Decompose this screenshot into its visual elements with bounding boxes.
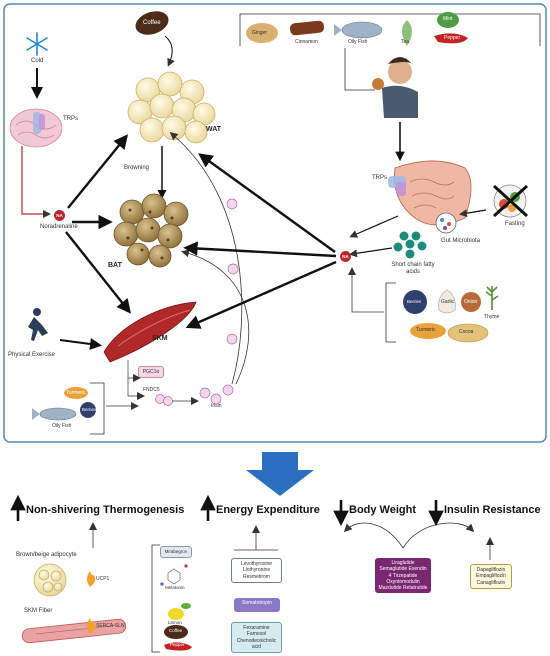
physical-exercise-label: Physical Exercise bbox=[8, 352, 56, 358]
turmeric-right-icon bbox=[410, 323, 446, 339]
irisin-label: Irisin bbox=[211, 403, 222, 409]
ir-title: Insulin Resistance bbox=[444, 504, 541, 516]
bw-title: Body Weight bbox=[349, 504, 417, 516]
flame-ucp1-icon bbox=[87, 571, 96, 587]
na-left-dot: NA bbox=[54, 210, 65, 221]
pgc1a-box: PGC1α bbox=[138, 366, 164, 379]
food-cinnamon-label: Cinnamon bbox=[295, 39, 318, 45]
skm-fiber-label: SKM Fiber bbox=[24, 608, 53, 614]
garlic-icon bbox=[438, 289, 456, 314]
food-oily-fish-label: Oily Fish bbox=[348, 39, 368, 45]
oily-fish-left-label: Oily Fish bbox=[52, 423, 72, 429]
na-right-dot: NA bbox=[340, 251, 351, 262]
wat-adipocytes-icon bbox=[127, 71, 216, 144]
drug-coffee: Coffee bbox=[169, 628, 183, 633]
coffee-bean-icon bbox=[135, 11, 169, 35]
snowflake-icon bbox=[26, 32, 48, 56]
onion-icon bbox=[461, 292, 481, 312]
gut-microbiota-icon bbox=[435, 212, 457, 234]
lemon-icon bbox=[168, 603, 191, 620]
ee-title: Energy Expenditure bbox=[216, 504, 320, 516]
fxr-drugs-box: Fexaramine Farnesol Chenodeoxicholic aci… bbox=[231, 622, 282, 653]
food-berries-label: Berries bbox=[407, 299, 422, 304]
berries-left-label: Berries bbox=[82, 407, 97, 412]
food-pepper-label: Pepper bbox=[444, 35, 461, 41]
big-down-arrow-icon bbox=[246, 452, 314, 496]
ucp1-label: UCP1 bbox=[96, 576, 110, 582]
wat-label: WAT bbox=[206, 126, 222, 133]
serca-label: SERCA-SLN bbox=[96, 623, 125, 629]
intestine-icon bbox=[388, 160, 472, 226]
turmeric-left-label: Turmeric bbox=[66, 390, 86, 396]
fasting-label: Fasting bbox=[505, 221, 525, 227]
drug-pepper: Pepper bbox=[170, 642, 185, 647]
skeletal-muscle-icon bbox=[103, 301, 197, 363]
berries-right-icon bbox=[403, 290, 427, 314]
skm-label: SKM bbox=[152, 335, 168, 342]
thyme-icon bbox=[485, 286, 499, 311]
food-cocoa-label: Cocoa bbox=[459, 329, 474, 335]
coffee-bottom-icon bbox=[164, 625, 188, 639]
flame-serca-icon bbox=[87, 618, 96, 634]
melatonin-molecule-icon bbox=[160, 564, 188, 586]
skm-fiber-icon bbox=[21, 618, 127, 644]
gut-microbiota-label: Gut Microbiota bbox=[441, 238, 481, 244]
glp1-drugs-box: Liraglutide Semaglutide Exendin 4 Tirzep… bbox=[375, 558, 431, 594]
drug-mirabegron: Mirabegron bbox=[160, 546, 192, 558]
food-onion-label: Onion bbox=[464, 299, 478, 305]
drug-lemon: Lemon bbox=[168, 620, 182, 625]
person-eating-icon bbox=[372, 57, 418, 118]
food-turmeric-label: Turmeric bbox=[416, 327, 436, 333]
fndc5-label: FNDC5 bbox=[143, 387, 160, 393]
nst-title: Non-shivering Thermogenesis bbox=[26, 504, 185, 516]
food-mint-label: Mint bbox=[443, 16, 453, 22]
trps-brain-label: TRPs bbox=[63, 116, 78, 122]
pepper-icon bbox=[434, 33, 468, 44]
oily-fish-top-icon bbox=[334, 21, 383, 39]
runner-icon bbox=[28, 308, 48, 341]
somatotropin-box: Somatotropin bbox=[234, 598, 280, 612]
scfa-label: Short chain fatty acids bbox=[391, 262, 435, 275]
sglt2-drugs-box: Dapagliflozin Empagliflozin Canagliflozi… bbox=[470, 564, 512, 589]
browning-label: Browning bbox=[124, 165, 150, 171]
bat-label: BAT bbox=[108, 262, 122, 269]
turmeric-left-icon bbox=[64, 387, 88, 399]
cinnamon-icon bbox=[289, 20, 325, 36]
food-garlic-label: Garlic bbox=[441, 299, 455, 305]
ginger-icon bbox=[246, 23, 278, 43]
fasting-icon bbox=[492, 184, 529, 218]
food-ginger-label: Ginger bbox=[252, 30, 268, 36]
coffee-label: Coffee bbox=[143, 20, 161, 26]
cocoa-icon bbox=[447, 323, 489, 343]
noradrenaline-label: Noradrenaline bbox=[40, 224, 78, 230]
pepper-bottom-icon bbox=[164, 642, 192, 651]
food-thyme-label: Thyme bbox=[484, 314, 500, 320]
tea-leaf-icon bbox=[402, 20, 412, 46]
drug-melatonin: Melatonin bbox=[165, 585, 185, 590]
trps-gut-label: TRPs bbox=[372, 175, 387, 181]
cold-label: Cold bbox=[31, 58, 44, 64]
mint-leaf-icon bbox=[437, 12, 459, 28]
oily-fish-left-icon bbox=[32, 407, 77, 421]
brown-adipocyte-icon bbox=[33, 563, 67, 597]
brain-icon bbox=[9, 108, 63, 148]
berries-left-icon bbox=[80, 402, 96, 418]
food-tea-label: Tea bbox=[401, 39, 410, 45]
scfa-molecules-icon bbox=[393, 231, 427, 259]
top-panel-frame bbox=[3, 3, 547, 443]
brown-adipocyte-label: Brown/beige adipocyte bbox=[16, 552, 77, 558]
bat-adipocytes-icon bbox=[113, 193, 189, 268]
thyroid-drugs-box: Levothyroxine Liothyronine Resmetirom bbox=[231, 558, 282, 583]
